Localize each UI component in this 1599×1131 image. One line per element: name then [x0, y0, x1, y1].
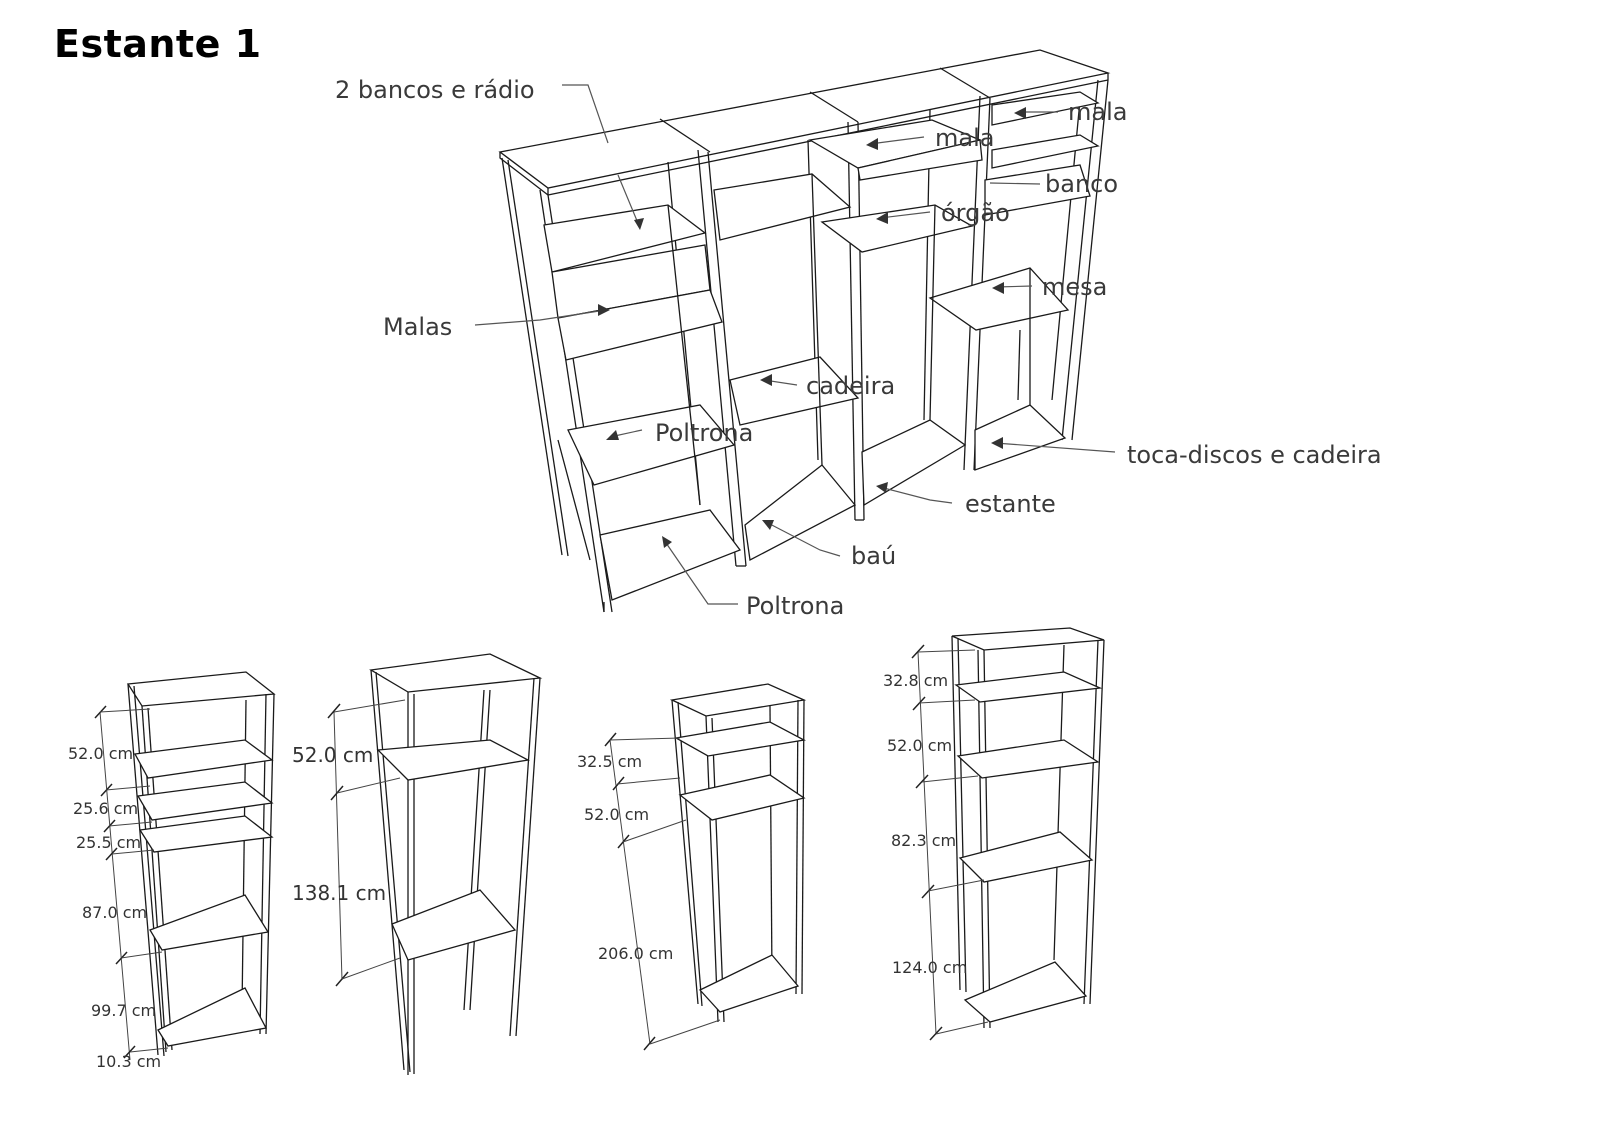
label-poltrona-bottom: Poltrona	[746, 592, 844, 620]
label-bau: baú	[851, 542, 896, 570]
module-3-dimension-lines	[604, 732, 721, 1051]
module-4-dim-2: 52.0 cm	[887, 736, 952, 755]
module-1-drawing	[126, 671, 276, 1057]
module-3-drawing	[669, 683, 807, 1023]
module-2-drawing	[369, 653, 543, 1075]
label-toca-discos: toca-discos e cadeira	[1127, 441, 1382, 469]
label-mala: mala	[935, 124, 994, 152]
module-1-dim-1: 52.0 cm	[68, 744, 133, 763]
module-3-dim-1: 32.5 cm	[577, 752, 642, 771]
module-3-dim-3: 206.0 cm	[598, 944, 673, 963]
label-banco: banco	[1045, 170, 1118, 198]
module-1-dim-2: 25.6 cm	[73, 799, 138, 818]
module-4-dim-3: 82.3 cm	[891, 831, 956, 850]
label-malas: Malas	[383, 313, 452, 341]
label-estante: estante	[965, 490, 1056, 518]
module-2-dim-1: 52.0 cm	[292, 743, 373, 767]
module-1-dim-6: 10.3 cm	[96, 1052, 161, 1071]
label-mesa: mesa	[1042, 273, 1107, 301]
label-bancos-radio: 2 bancos e rádio	[335, 76, 535, 104]
label-cadeira: cadeira	[806, 372, 895, 400]
module-1-dim-4: 87.0 cm	[82, 903, 147, 922]
page-title: Estante 1	[54, 22, 262, 66]
label-orgao: órgão	[941, 199, 1010, 227]
module-4-drawing	[951, 627, 1105, 1029]
module-1-dimension-lines	[94, 705, 169, 1061]
label-mala-top: mala	[1068, 98, 1127, 126]
label-poltrona-mid: Poltrona	[655, 419, 753, 447]
module-2-dimension-lines	[327, 699, 406, 987]
leader-lines	[474, 84, 1116, 605]
module-4-dimension-lines	[911, 644, 989, 1041]
module-4-dim-4: 124.0 cm	[892, 958, 967, 977]
module-3-dim-2: 52.0 cm	[584, 805, 649, 824]
assembled-shelf	[498, 49, 1111, 613]
module-4-dim-1: 32.8 cm	[883, 671, 948, 690]
module-2-dim-2: 138.1 cm	[292, 881, 386, 905]
module-1-dim-3: 25.5 cm	[76, 833, 141, 852]
module-1-dim-5: 99.7 cm	[91, 1001, 156, 1020]
